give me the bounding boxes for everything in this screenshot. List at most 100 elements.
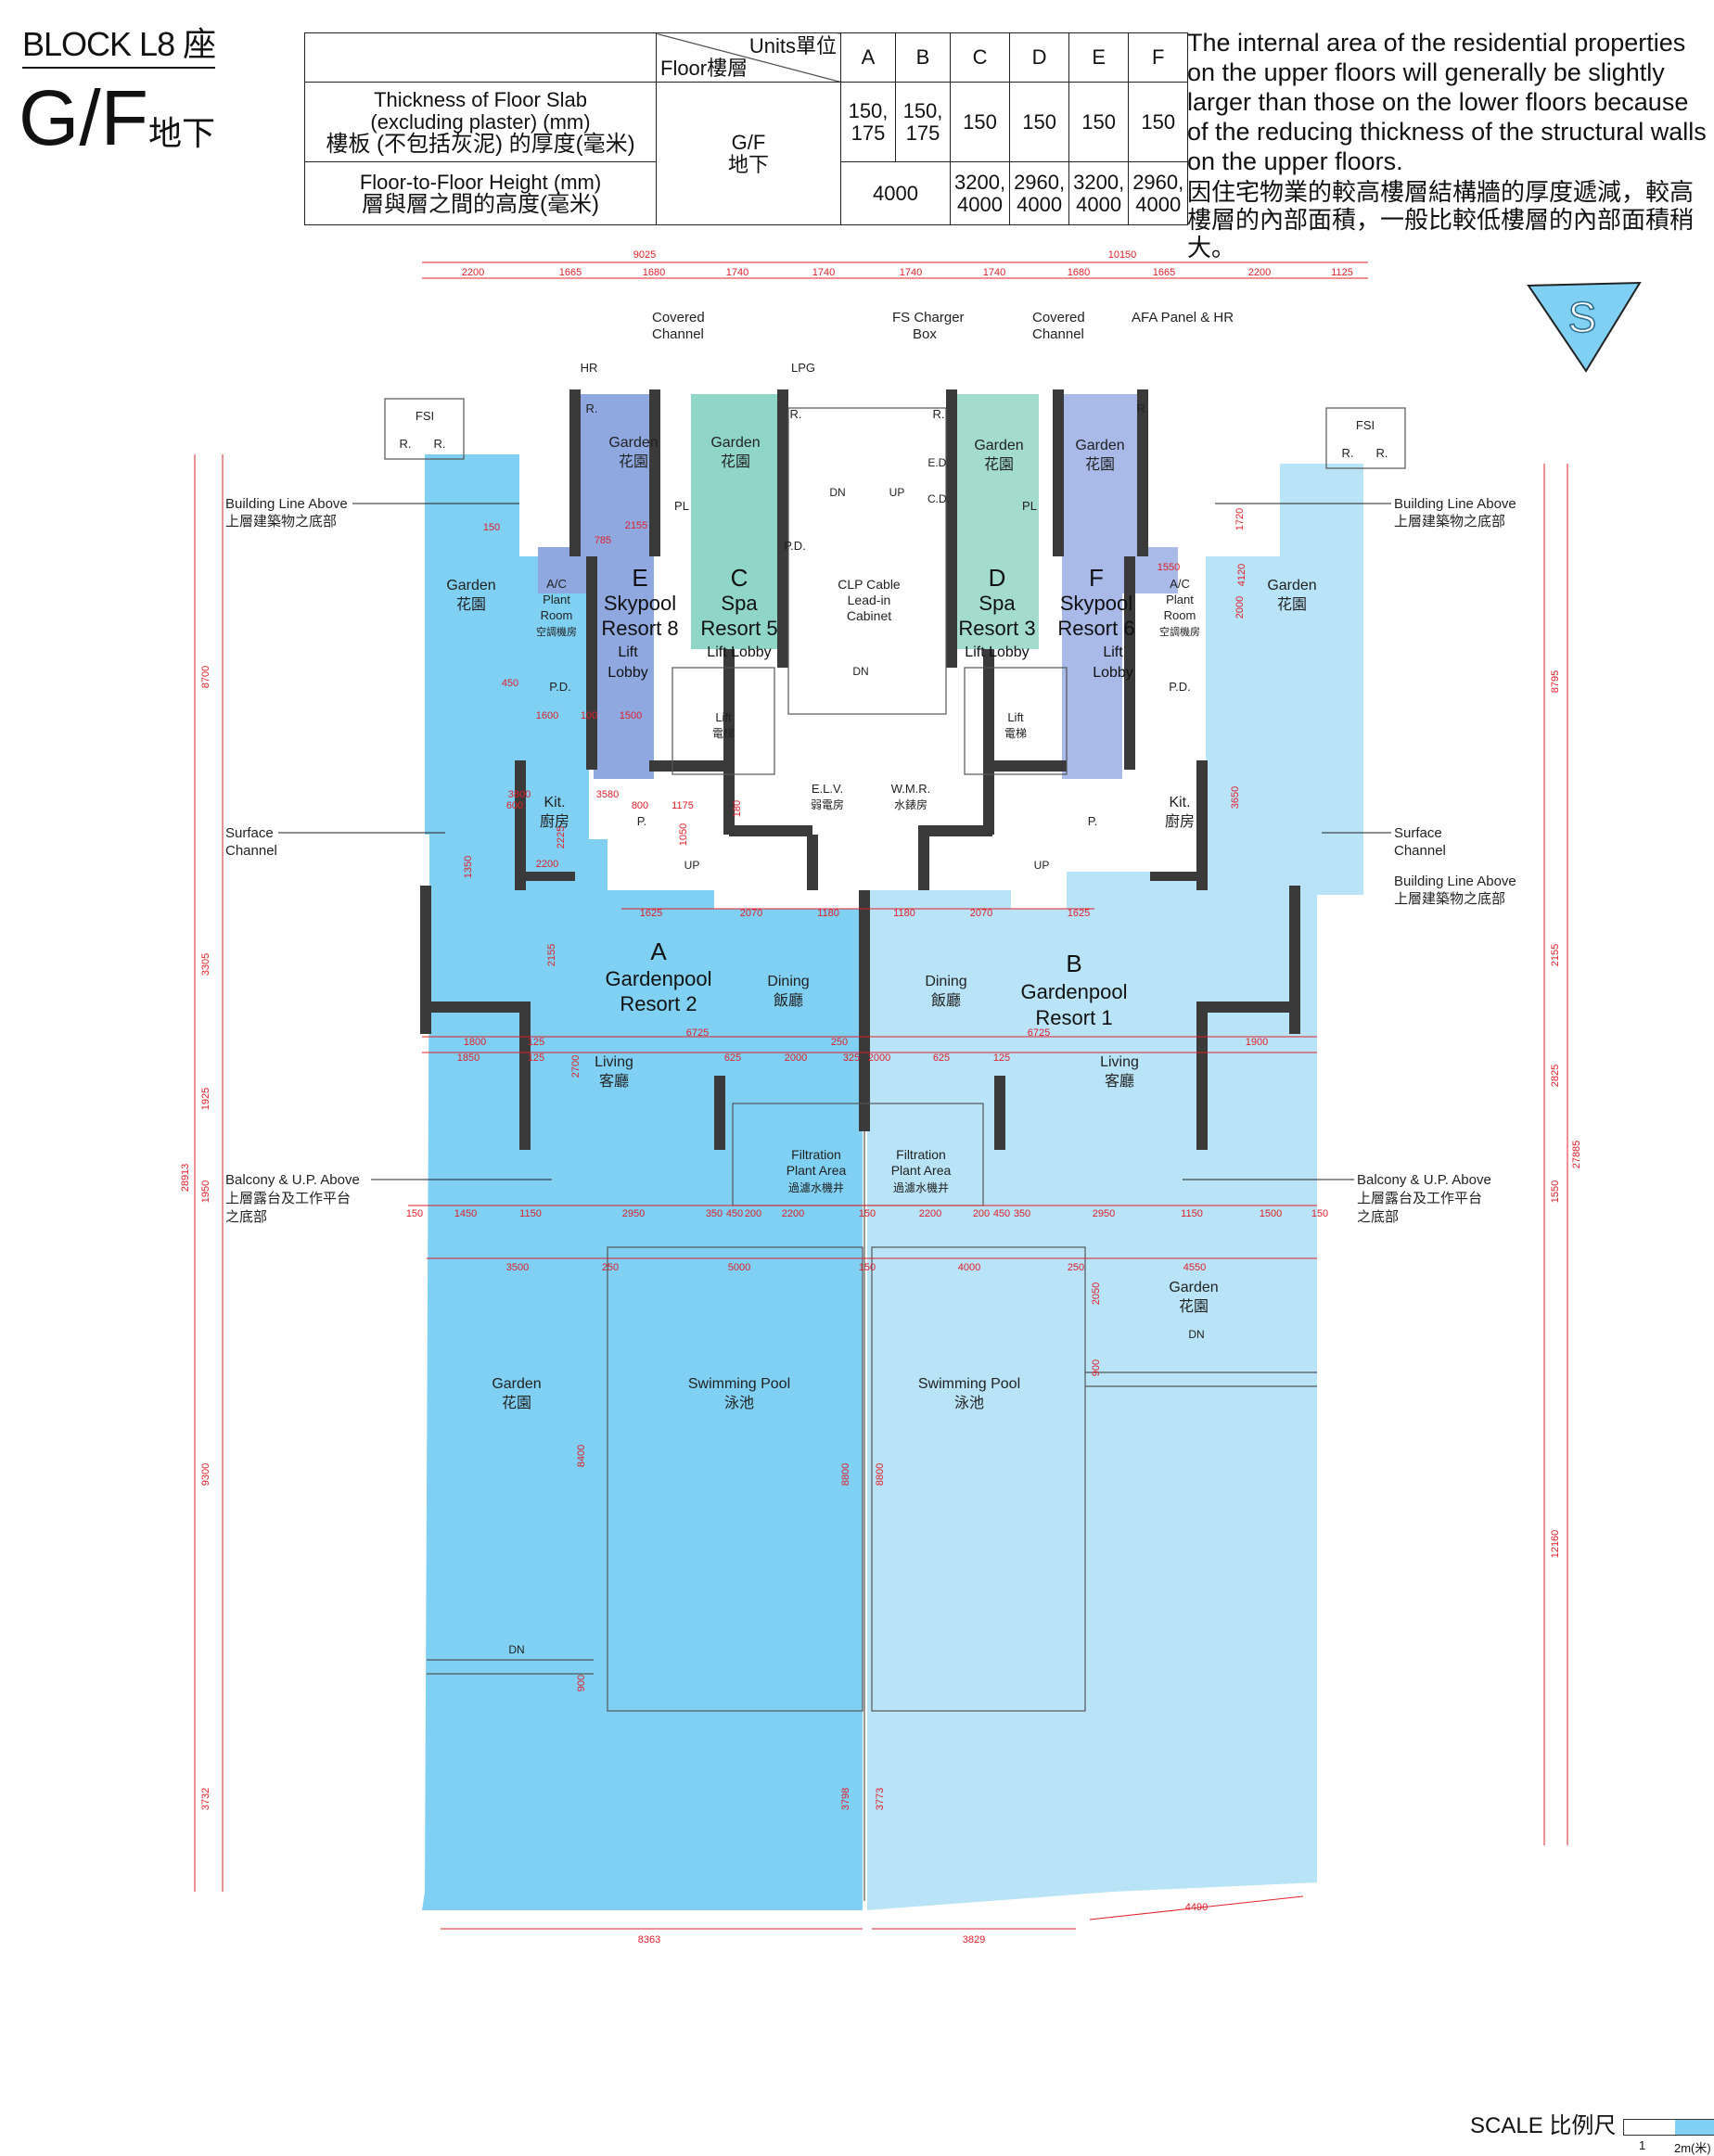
pd-label: P.D.	[1169, 680, 1191, 694]
unit-col-f: F	[1128, 32, 1189, 83]
dimension-label: 325	[843, 1052, 860, 1064]
room-labels: Garden 花園 Garden 花園 Garden 花園 Garden 花園 …	[400, 361, 1388, 1656]
dn-label: DN	[1188, 1328, 1204, 1341]
unit-a-area	[422, 454, 863, 1910]
up-label: UP	[1034, 859, 1050, 872]
lift-label: Lift	[715, 710, 732, 724]
dimension-label: 1450	[454, 1208, 477, 1219]
bottom-dim-line	[1089, 1895, 1304, 1920]
dimension-label: 8400	[576, 1445, 587, 1467]
dimension-label: 1720	[1234, 508, 1246, 530]
outlines	[384, 398, 1406, 1901]
dimension-lines	[194, 262, 1568, 1930]
surface-channel-label: Surface	[1394, 825, 1442, 841]
unit-f-area	[1062, 394, 1178, 779]
dimension-label: 12160	[1550, 1530, 1561, 1559]
unit-c-area	[691, 394, 777, 649]
clp-label: Lead-in	[848, 593, 891, 607]
dimension-label: 1900	[1246, 1037, 1268, 1048]
unit-f-letter: F	[1089, 564, 1104, 592]
garden-label-cn: 花園	[502, 1395, 531, 1411]
dimension-label: 150	[859, 1262, 876, 1273]
unit-e-sub-2: Lobby	[608, 665, 648, 681]
pool-label-cn: 泳池	[954, 1395, 984, 1411]
unit-e-sub-1: Lift	[618, 644, 638, 660]
p-label: P.	[1088, 814, 1098, 828]
afa-panel-label: AFA Panel & HR	[1132, 310, 1234, 325]
slab-label-cn: 樓板 (不包括灰泥) 的厚度(毫米)	[326, 131, 635, 157]
north-symbol: S	[1568, 293, 1597, 341]
height-c: 3200, 4000	[949, 161, 1011, 225]
ac-plant-label: A/C	[546, 577, 567, 591]
slab-b: 150, 175	[895, 82, 951, 162]
garden-label: Garden	[608, 435, 658, 451]
wall	[1289, 886, 1300, 1034]
building-line-label: Building Line Above	[225, 496, 348, 512]
garden-label: Garden	[446, 578, 495, 593]
dimension-label: 3798	[840, 1788, 851, 1810]
dimension-label: 450	[726, 1208, 743, 1219]
dimension-label: 27885	[1571, 1141, 1582, 1169]
units-header: Units單位	[748, 34, 837, 57]
hr-label: HR	[581, 361, 598, 375]
balcony-label-cn: 之底部	[225, 1209, 267, 1225]
fs-charger-label: FS Charger	[892, 310, 965, 325]
dimension-label: 100	[581, 710, 597, 721]
unit-col-d: D	[1009, 32, 1070, 83]
dimension-label: 1740	[983, 267, 1005, 278]
dimension-label: 1665	[559, 267, 582, 278]
dimension-label: 6725	[1028, 1027, 1050, 1039]
dimension-label: 150	[859, 1208, 876, 1219]
floor-label: G/F	[19, 74, 148, 161]
dimension-label: 1500	[1260, 1208, 1282, 1219]
dining-label: Dining	[767, 974, 809, 989]
dimension-label: 10150	[1108, 249, 1137, 261]
dimension-label: 1180	[893, 908, 915, 919]
leader-lines	[278, 503, 1391, 1180]
dimension-label: 5000	[728, 1262, 750, 1273]
r-label: R.	[1376, 446, 1388, 460]
garden-label-cn: 花園	[1179, 1298, 1209, 1315]
floor-spec-table: Units單位 Floor樓層 A B C D E F Thickness of…	[304, 32, 1189, 225]
dimension-label: 3500	[506, 1262, 529, 1273]
dimension-label: 200	[973, 1208, 990, 1219]
dimension-label: 180	[732, 800, 743, 817]
dimension-label: 1500	[620, 710, 642, 721]
dining-label-cn: 飯廳	[931, 991, 961, 1009]
wall	[519, 1001, 531, 1150]
floor-header: Floor樓層	[660, 57, 748, 80]
ac-plant-label-cn: 空調機房	[1159, 625, 1200, 638]
dimension-label: 1665	[1153, 267, 1175, 278]
wall	[994, 1076, 1005, 1150]
unit-col-e: E	[1068, 32, 1130, 83]
unit-e-name-2: Resort 8	[601, 617, 678, 640]
ac-plant-label: Room	[1164, 608, 1196, 622]
r-label: R.	[1137, 402, 1149, 415]
dimension-label: 2200	[536, 859, 558, 870]
dining-label: Dining	[925, 974, 966, 989]
garden-label-cn: 花園	[1085, 456, 1115, 473]
height-label-cn: 層與層之間的高度(毫米)	[362, 191, 599, 217]
balcony-label: Balcony & U.P. Above	[225, 1172, 360, 1188]
dimension-label: 625	[933, 1052, 950, 1064]
dimension-label: 8700	[200, 666, 211, 688]
balcony-label-cn: 上層露台及工作平台	[1357, 1191, 1482, 1206]
pl-label: PL	[674, 499, 689, 513]
dimension-label: 2200	[1248, 267, 1271, 278]
wall	[649, 389, 660, 556]
dimension-label: 2200	[462, 267, 484, 278]
unit-b-name-2: Resort 1	[1035, 1006, 1112, 1029]
wall	[1196, 1001, 1298, 1013]
dimension-label: 450	[993, 1208, 1010, 1219]
dimension-label: 1740	[726, 267, 748, 278]
wall	[983, 760, 1067, 772]
dimension-label: 1925	[200, 1088, 211, 1110]
slab-c: 150	[949, 82, 1011, 162]
wall	[1196, 760, 1208, 890]
unit-e-name-1: Skypool	[604, 592, 676, 615]
dimension-label: 1150	[1181, 1208, 1203, 1219]
floor-value-cn: 地下	[727, 152, 769, 176]
dimension-label: 28913	[180, 1164, 191, 1193]
slab-label-2: (excluding plaster) (mm)	[370, 109, 591, 134]
